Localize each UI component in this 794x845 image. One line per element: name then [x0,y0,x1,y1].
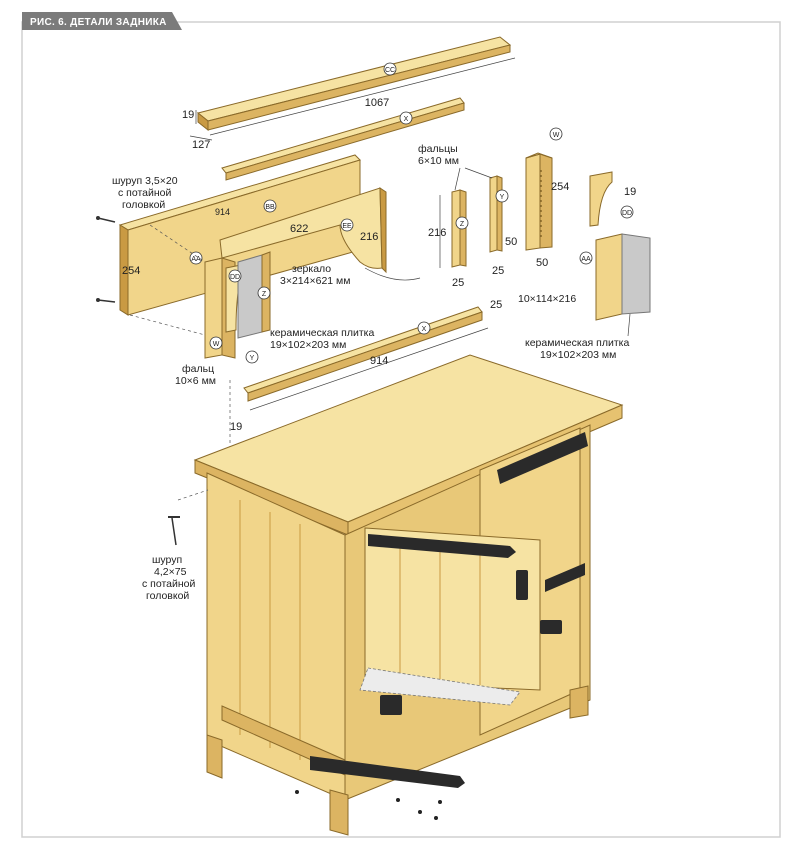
screw-dots [295,790,442,820]
tag-z-right [455,216,469,230]
tag-x-top [399,111,413,125]
screw-large-label-1: шуруп [152,554,182,566]
part-y-strip [489,175,503,253]
assembly-guides [129,224,231,455]
mirror-label-2: 3×214×621 мм [280,275,351,287]
dim-216-strip: 216 [428,227,446,239]
tag-w-left [209,336,223,350]
tag-dd-left [228,269,242,283]
tile-left-label-1: керамическая плитка [270,327,374,339]
dim-254-panel: 254 [122,265,140,277]
dim-254-post: 254 [551,181,569,193]
screw-small-icon [96,216,116,303]
tag-cc [383,62,397,76]
part-w-post [525,152,553,251]
dim-25-rail: 25 [490,299,502,311]
dim-line-1067 [209,57,516,136]
part-aa-size: 10×114×216 [518,293,576,305]
screw-small-label-3: головкой [122,199,165,211]
tag-x-bottom [417,321,431,335]
rebate-left-label-1: фальц [182,363,214,375]
svg-text:EE: EE [342,223,352,230]
mirror-label-1: зеркало [292,263,331,275]
part-ee-arch-panel [219,187,387,274]
svg-text:Y: Y [250,355,255,362]
tag-ee [340,218,354,232]
tag-y-right [495,189,509,203]
screw-large-label-2: 4,2×75 [154,566,187,578]
svg-text:Z: Z [460,221,465,228]
title-banner [22,12,182,30]
screw-large-label-3: с потайной [142,578,195,590]
tag-w-right [549,127,563,141]
svg-text:X: X [404,116,409,123]
tag-z-left [257,286,271,300]
tag-bb [263,199,277,213]
svg-text:DD: DD [230,274,240,281]
cabinet-body [193,354,624,836]
svg-text:BB: BB [265,204,275,211]
screw-small-label-1: шуруп 3,5×20 [112,175,178,187]
dim-19-bracket: 19 [624,186,636,198]
dim-19-top: 19 [182,109,194,121]
dim-914-panel: 914 [215,207,230,217]
drawing-border [21,21,781,838]
part-aa-block-tile [595,233,651,321]
screw-large-label-4: головкой [146,590,189,602]
dim-127: 127 [192,139,210,151]
hinge-icon [310,432,588,788]
tile-right-label-2: 19×102×203 мм [540,349,616,361]
dim-216-arch: 216 [360,231,378,243]
screw-small-label-2: с потайной [118,187,171,199]
dim-1067: 1067 [365,97,389,109]
screw-large-icon [168,516,180,546]
svg-text:AA: AA [191,256,201,263]
svg-text:CC: CC [385,67,395,74]
dim-50-post-a: 50 [505,236,517,248]
dim-19-rail: 19 [230,421,242,433]
part-dd-bracket [589,171,613,227]
part-left-post-assembly [204,251,271,359]
rebate-left-label-2: 10×6 мм [175,375,216,387]
tag-aa-left [189,251,203,265]
tag-aa-right [579,251,593,265]
tile-left-label-2: 19×102×203 мм [270,339,346,351]
svg-text:AA: AA [581,256,591,263]
tag-dd-right [620,205,634,219]
tile-right-label-1: керамическая плитка [525,337,629,349]
rebate-top-label-1: фальцы [418,143,458,155]
part-cc-top-board [196,36,512,132]
tag-y-left [245,350,259,364]
figure-title: РИС. 6. ДЕТАЛИ ЗАДНИКА [30,17,167,28]
dim-25-strip-y: 25 [492,265,504,277]
dim-622: 622 [290,223,308,235]
svg-text:Y: Y [500,194,505,201]
dim-50-post-b: 50 [536,257,548,269]
svg-text:DD: DD [622,210,632,217]
svg-text:W: W [553,132,560,139]
svg-text:Z: Z [262,291,267,298]
svg-text:X: X [422,326,427,333]
rebate-top-label-2: 6×10 мм [418,155,459,167]
svg-text:W: W [213,341,220,348]
dim-25-strip-z: 25 [452,277,464,289]
